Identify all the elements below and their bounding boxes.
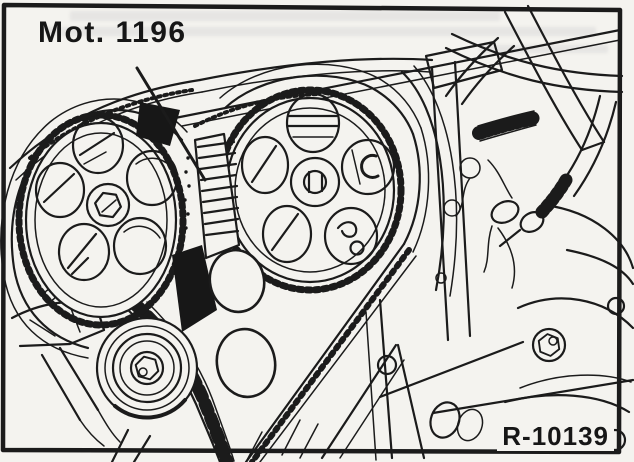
camshaft-sprocket-right bbox=[215, 86, 405, 294]
idler-circles bbox=[208, 248, 277, 399]
scan-artifact bbox=[70, 11, 500, 21]
belt-locking-tool bbox=[136, 102, 241, 332]
scan-artifact bbox=[480, 45, 608, 53]
figure-reference-code: R-10139 bbox=[497, 421, 614, 451]
leader-line bbox=[135, 66, 207, 182]
scan-artifact bbox=[46, 27, 596, 36]
hose-assembly bbox=[443, 4, 624, 273]
tool-label: Mot. 1196 bbox=[38, 16, 187, 49]
figure-border bbox=[0, 2, 623, 455]
timing-belt bbox=[0, 63, 430, 462]
camshaft-sprocket-left bbox=[15, 111, 187, 329]
tensioner-pulley bbox=[95, 316, 199, 420]
